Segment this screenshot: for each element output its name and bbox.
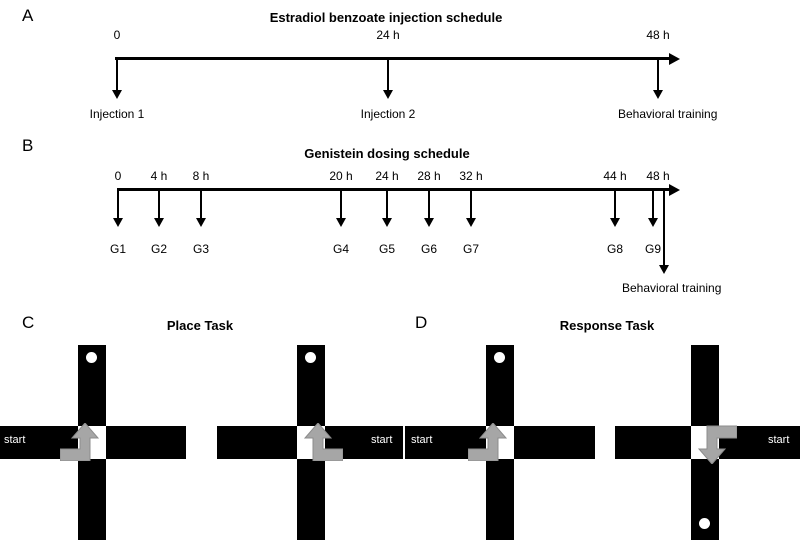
panel-title-d: Response Task [559, 318, 655, 333]
panel-letter-a: A [22, 6, 34, 25]
tick-label-b-3: 20 h [329, 169, 353, 183]
reward-pellet-icon [699, 518, 710, 529]
maze-d-2: start [615, 345, 800, 540]
dose-label-g5: G5 [378, 242, 396, 256]
panel-letter-d: D [415, 313, 428, 332]
drop-line-b-0 [117, 191, 119, 220]
drop-line-b-training [663, 191, 665, 267]
tick-label-b-4: 24 h [375, 169, 399, 183]
start-label: start [411, 434, 433, 446]
maze-c-2: start [213, 345, 403, 540]
event-label-b-training: Behavioral training [622, 281, 722, 295]
drop-arrowhead-b-4 [382, 218, 392, 227]
maze-d-1: start [405, 345, 595, 540]
drop-line-b-5 [428, 191, 430, 220]
turn-arrow-right-to-up-icon [303, 423, 343, 461]
drop-arrowhead-b-6 [466, 218, 476, 227]
tick-label-a-1: 24 h [376, 28, 400, 42]
tick-label-b-0: 0 [114, 169, 122, 183]
drop-arrowhead-b-2 [196, 218, 206, 227]
dose-label-g6: G6 [420, 242, 438, 256]
tick-label-b-1: 4 h [150, 169, 168, 183]
dose-label-g1: G1 [109, 242, 127, 256]
tick-label-b-7: 44 h [603, 169, 627, 183]
turn-arrow-left-to-up-icon [60, 423, 100, 461]
dose-label-g4: G4 [332, 242, 350, 256]
panel-title-c: Place Task [166, 318, 234, 333]
drop-arrowhead-b-5 [424, 218, 434, 227]
maze-arm-east [98, 426, 186, 459]
start-label: start [4, 434, 26, 446]
drop-line-b-3 [340, 191, 342, 220]
drop-arrowhead-b-0 [113, 218, 123, 227]
drop-line-b-1 [158, 191, 160, 220]
drop-arrowhead-b-8 [648, 218, 658, 227]
drop-line-b-4 [386, 191, 388, 220]
panel-title-b: Genistein dosing schedule [304, 146, 470, 161]
drop-arrowhead-b-7 [610, 218, 620, 227]
drop-line-b-6 [470, 191, 472, 220]
drop-arrowhead-b-1 [154, 218, 164, 227]
dose-label-g3: G3 [192, 242, 210, 256]
tick-label-b-8: 48 h [646, 169, 670, 183]
start-label: start [768, 434, 790, 446]
maze-arm-south [78, 459, 106, 540]
reward-pellet-icon [86, 352, 97, 363]
timeline-axis-a [115, 57, 673, 60]
maze-arm-east [506, 426, 595, 459]
event-label-a-1: Injection 2 [360, 107, 416, 121]
maze-arm-west [217, 426, 303, 459]
maze-arm-south [486, 459, 514, 540]
drop-line-a-1 [387, 60, 389, 92]
maze-arm-north [691, 345, 719, 429]
drop-arrowhead-a-0 [112, 90, 122, 99]
tick-label-a-0: 0 [113, 28, 121, 42]
timeline-arrowhead-b [669, 184, 680, 196]
event-label-a-2: Behavioral training [618, 107, 718, 121]
drop-line-b-8 [652, 191, 654, 220]
drop-line-a-0 [116, 60, 118, 92]
drop-line-b-2 [200, 191, 202, 220]
tick-label-b-5: 28 h [417, 169, 441, 183]
tick-label-a-2: 48 h [646, 28, 670, 42]
drop-line-a-2 [657, 60, 659, 92]
dose-label-g8: G8 [606, 242, 624, 256]
dose-label-g2: G2 [150, 242, 168, 256]
drop-arrowhead-b-3 [336, 218, 346, 227]
start-label: start [371, 434, 393, 446]
event-label-a-0: Injection 1 [89, 107, 145, 121]
dose-label-g9: G9 [644, 242, 662, 256]
dose-label-g7: G7 [462, 242, 480, 256]
panel-letter-b: B [22, 136, 34, 155]
maze-c-1: start [0, 345, 190, 540]
drop-arrowhead-a-1 [383, 90, 393, 99]
reward-pellet-icon [494, 352, 505, 363]
drop-arrowhead-a-2 [653, 90, 663, 99]
turn-arrow-right-to-down-icon [697, 425, 737, 464]
maze-arm-west [615, 426, 696, 459]
drop-arrowhead-b-training [659, 265, 669, 274]
timeline-axis-b [117, 188, 673, 191]
panel-letter-c: C [22, 313, 35, 332]
panel-title-a: Estradiol benzoate injection schedule [269, 10, 503, 25]
drop-line-b-7 [614, 191, 616, 220]
reward-pellet-icon [305, 352, 316, 363]
tick-label-b-6: 32 h [459, 169, 483, 183]
turn-arrow-left-to-up-icon [468, 423, 508, 461]
timeline-arrowhead-a [669, 53, 680, 65]
maze-arm-south [297, 459, 325, 540]
tick-label-b-2: 8 h [192, 169, 210, 183]
